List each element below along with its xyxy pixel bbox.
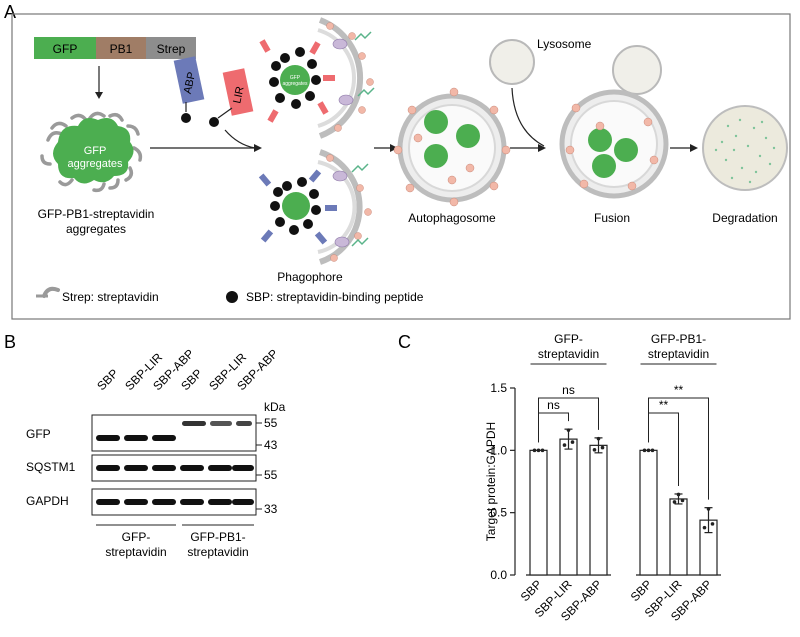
aggregate-text-1: GFP: [84, 145, 107, 157]
blot-row-label: GAPDH: [26, 494, 69, 508]
group-label: streptavidin: [187, 545, 248, 559]
replicate-dot: [650, 448, 655, 453]
gfp-segment-label: GFP: [53, 42, 78, 56]
marker-label: 55: [264, 416, 278, 430]
y-tick-label: 0.5: [490, 506, 507, 520]
group-label: streptavidin: [105, 545, 166, 559]
y-tick-label: 1.0: [490, 443, 507, 457]
lane-label: SBP: [94, 366, 121, 393]
phagophore-label: Phagophore: [277, 270, 343, 284]
bar: [589, 444, 608, 576]
fusion-label: Fusion: [594, 211, 630, 225]
small-aggregate-text-2: aggregates: [282, 81, 308, 87]
lysosome: [489, 39, 535, 85]
panel-a-frame: [11, 13, 791, 320]
replicate-dot: [706, 507, 711, 511]
replicate-dot: [702, 525, 707, 530]
panel-b-label: B: [4, 332, 17, 352]
replicate-dot: [536, 448, 541, 453]
lir-peptide: [209, 68, 254, 127]
group-label: GFP-PB1-: [190, 530, 245, 544]
significance-bracket: [538, 397, 599, 443]
replicate-dot: [672, 500, 677, 504]
replicate-dot: [562, 443, 567, 447]
degradation-label: Degradation: [712, 211, 777, 225]
bar: [529, 449, 548, 576]
replicate-dot: [646, 448, 651, 453]
sbp-dot-icon: [209, 117, 219, 127]
autophagosome: [393, 87, 511, 207]
y-tick-label: 1.5: [490, 381, 507, 395]
arrow-right-icon: [390, 144, 398, 152]
gfp-segment: [34, 37, 96, 59]
replicate-dot: [710, 522, 715, 526]
pb1-segment: [96, 37, 146, 59]
abp-label: ABP: [182, 71, 198, 95]
marker-label: 55: [264, 468, 278, 482]
bar: [669, 498, 688, 576]
replicate-dot: [680, 498, 685, 503]
pb1-segment-label: PB1: [110, 42, 133, 56]
replicate-dot: [596, 436, 601, 441]
construct-diagram: GFP PB1 Strep: [34, 37, 196, 59]
aggregate-caption-2: aggregates: [66, 222, 126, 236]
marker-label: 33: [264, 502, 278, 516]
y-tick-label: 0.0: [490, 568, 507, 582]
degradation-vesicle: [702, 105, 788, 191]
replicate-dot: [532, 448, 537, 453]
panel-c-label: C: [398, 332, 411, 352]
legend-strep: [36, 286, 60, 298]
lysosome-label: Lysosome: [537, 37, 592, 51]
autophagosome-label: Autophagosome: [408, 211, 496, 225]
arrow-right-icon: [538, 144, 546, 152]
lir-label: LIR: [231, 85, 246, 104]
group-title: streptavidin: [648, 347, 709, 361]
strep-segment: [146, 37, 196, 59]
group-title: GFP-: [554, 332, 583, 346]
down-arrow-icon: [95, 92, 103, 99]
replicate-dot: [566, 428, 571, 432]
legend-sbp-dot-icon: [226, 291, 238, 303]
replicate-dot: [676, 492, 681, 497]
bar: [559, 438, 578, 576]
replicate-dot: [600, 445, 605, 450]
arrow-right-icon: [690, 144, 698, 152]
replicate-dot: [642, 448, 647, 453]
significance-bracket: [538, 412, 569, 443]
significance-label: **: [674, 383, 684, 397]
blot-row-label: SQSTM1: [26, 460, 76, 474]
fusion-vesicle: [559, 45, 669, 199]
small-aggregate-text-1: GFP: [290, 75, 301, 81]
panel-a-label: A: [4, 2, 17, 22]
group-title: streptavidin: [538, 347, 599, 361]
replicate-dot: [570, 440, 575, 444]
significance-label: **: [659, 398, 669, 412]
significance-label: ns: [562, 383, 575, 397]
panel-a-figure: GFP PB1 Strep GFP aggregates GFP-PB1-str…: [11, 13, 791, 320]
replicate-dot: [540, 448, 545, 453]
significance-bracket: [648, 397, 709, 500]
legend-sbp-label: SBP: streptavidin-binding peptide: [246, 290, 424, 304]
y-axis-title: Target protein:GAPDH: [484, 422, 498, 541]
blot-row-label: GFP: [26, 427, 51, 441]
legend-strep-label: Strep: streptavidin: [62, 290, 159, 304]
phagophore-top: GFP aggregates: [259, 17, 375, 139]
replicate-dot: [592, 448, 597, 452]
strep-segment-label: Strep: [157, 42, 186, 56]
arrow-right-icon: [254, 144, 262, 152]
marker-label: 43: [264, 438, 278, 452]
sbp-dot-icon: [181, 113, 191, 123]
group-title: GFP-PB1-: [651, 332, 706, 346]
group-label: GFP-: [122, 530, 151, 544]
panel-b-blot: SBP SBP-LIR SBP-ABP SBP SBP-LIR SBP-ABP …: [26, 346, 286, 559]
phagophore-bottom: [258, 149, 372, 265]
gfp-aggregate-large: [40, 111, 143, 193]
aggregate-caption-1: GFP-PB1-streptavidin: [38, 207, 155, 221]
kda-label: kDa: [264, 400, 286, 414]
abp-peptide: [173, 56, 205, 123]
aggregate-text-2: aggregates: [67, 158, 123, 170]
bar: [639, 449, 658, 576]
significance-label: ns: [547, 398, 560, 412]
